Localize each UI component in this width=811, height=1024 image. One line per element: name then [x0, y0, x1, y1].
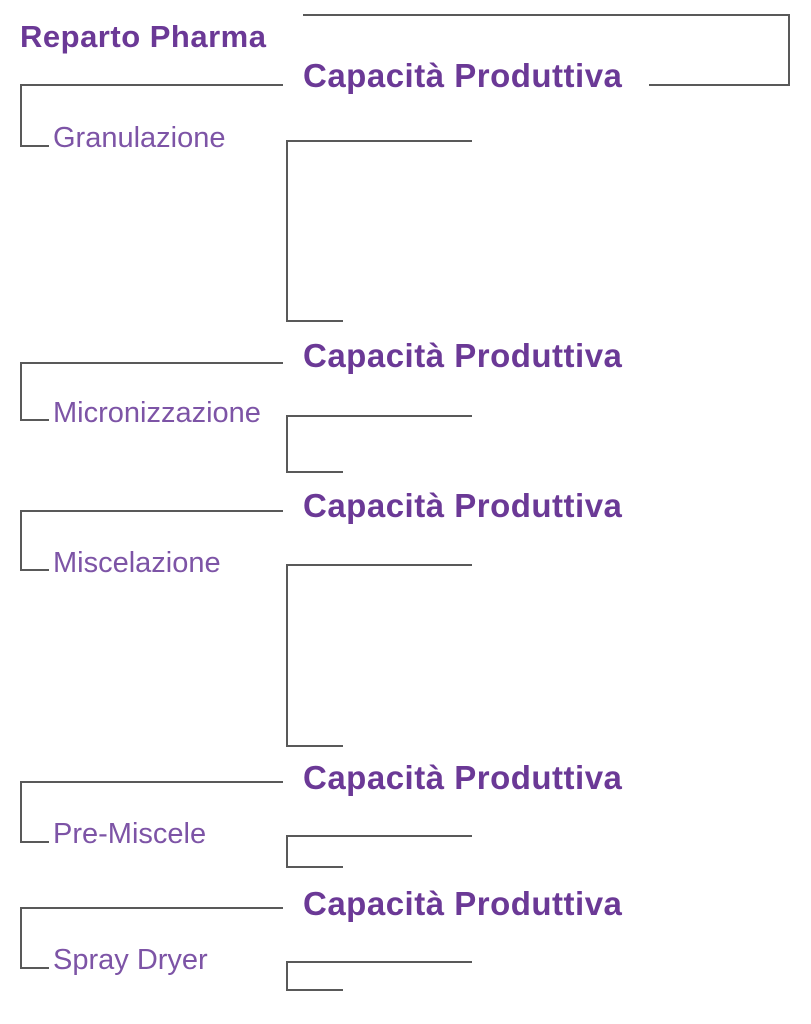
connector-segment — [286, 961, 472, 963]
connector-segment — [286, 471, 343, 473]
connector-segment — [20, 362, 22, 421]
connector-segment — [788, 14, 790, 86]
connector-segment — [286, 140, 472, 142]
connector-segment — [286, 866, 343, 868]
connector-segment — [20, 362, 283, 364]
connector-segment — [20, 510, 283, 512]
connector-segment — [286, 835, 288, 868]
branch-node-micronizzazione[interactable]: Micronizzazione — [49, 394, 275, 433]
connector-segment — [20, 967, 50, 969]
connector-segment — [20, 84, 283, 86]
connector-segment — [20, 510, 22, 571]
connector-segment — [20, 84, 22, 147]
connector-segment — [20, 781, 283, 783]
connector-segment — [286, 835, 472, 837]
branch-node-pre-miscele[interactable]: Pre-Miscele — [49, 816, 275, 853]
connector-segment — [286, 989, 343, 991]
connector-segment — [20, 841, 50, 843]
capacity-heading-spray-dryer[interactable]: Capacità Produttiva — [303, 885, 623, 922]
connector-segment — [286, 564, 288, 747]
connector-segment — [286, 564, 472, 566]
connector-segment — [649, 84, 790, 86]
connector-segment — [286, 415, 288, 473]
connector-segment — [20, 569, 50, 571]
root-node[interactable]: Reparto Pharma — [20, 19, 267, 54]
connector-segment — [286, 415, 472, 417]
capacity-heading-micronizzazione[interactable]: Capacità Produttiva — [303, 337, 623, 374]
branch-node-granulazione[interactable]: Granulazione — [49, 120, 275, 157]
connector-segment — [20, 781, 22, 843]
connector-segment — [20, 907, 283, 909]
branch-node-miscelazione[interactable]: Miscelazione — [49, 545, 275, 582]
connector-segment — [286, 745, 343, 747]
connector-segment — [20, 907, 22, 969]
capacity-heading-miscelazione[interactable]: Capacità Produttiva — [303, 487, 623, 524]
capacity-heading-granulazione[interactable]: Capacità Produttiva — [303, 57, 623, 94]
connector-segment — [286, 140, 288, 322]
branch-node-spray-dryer[interactable]: Spray Dryer — [49, 942, 275, 979]
connector-segment — [303, 14, 790, 16]
connector-segment — [286, 320, 343, 322]
connector-segment — [20, 419, 50, 421]
connector-segment — [20, 145, 50, 147]
connector-segment — [286, 961, 288, 991]
capacity-heading-pre-miscele[interactable]: Capacità Produttiva — [303, 759, 623, 796]
